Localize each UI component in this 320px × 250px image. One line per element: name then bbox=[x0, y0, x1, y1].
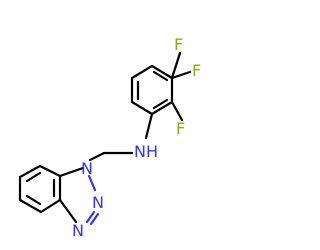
cf-bond-right bbox=[170, 70, 192, 80]
methylene-linker bbox=[88, 151, 134, 162]
molecule-diagram: F F F NH N N N bbox=[18, 35, 201, 240]
triazole-n1-label: N bbox=[81, 159, 93, 178]
fluorine-label-top: F bbox=[174, 35, 183, 54]
benzene-ring-fused bbox=[18, 164, 62, 214]
structure-svg: F F F NH N N N bbox=[18, 35, 201, 240]
trifluorophenyl-ring bbox=[130, 64, 174, 116]
cf-bond-top bbox=[170, 51, 182, 80]
triazole-n3-label: N bbox=[72, 221, 84, 240]
cf-bond-lower bbox=[170, 100, 184, 122]
fluorine-label-right: F bbox=[192, 61, 201, 80]
fluorine-label-lower: F bbox=[176, 119, 185, 138]
triazole-ring bbox=[58, 166, 100, 226]
amine-nh-label: NH bbox=[134, 142, 158, 161]
nh-aryl-bond bbox=[144, 112, 154, 140]
triazole-n2-label: N bbox=[92, 193, 104, 212]
